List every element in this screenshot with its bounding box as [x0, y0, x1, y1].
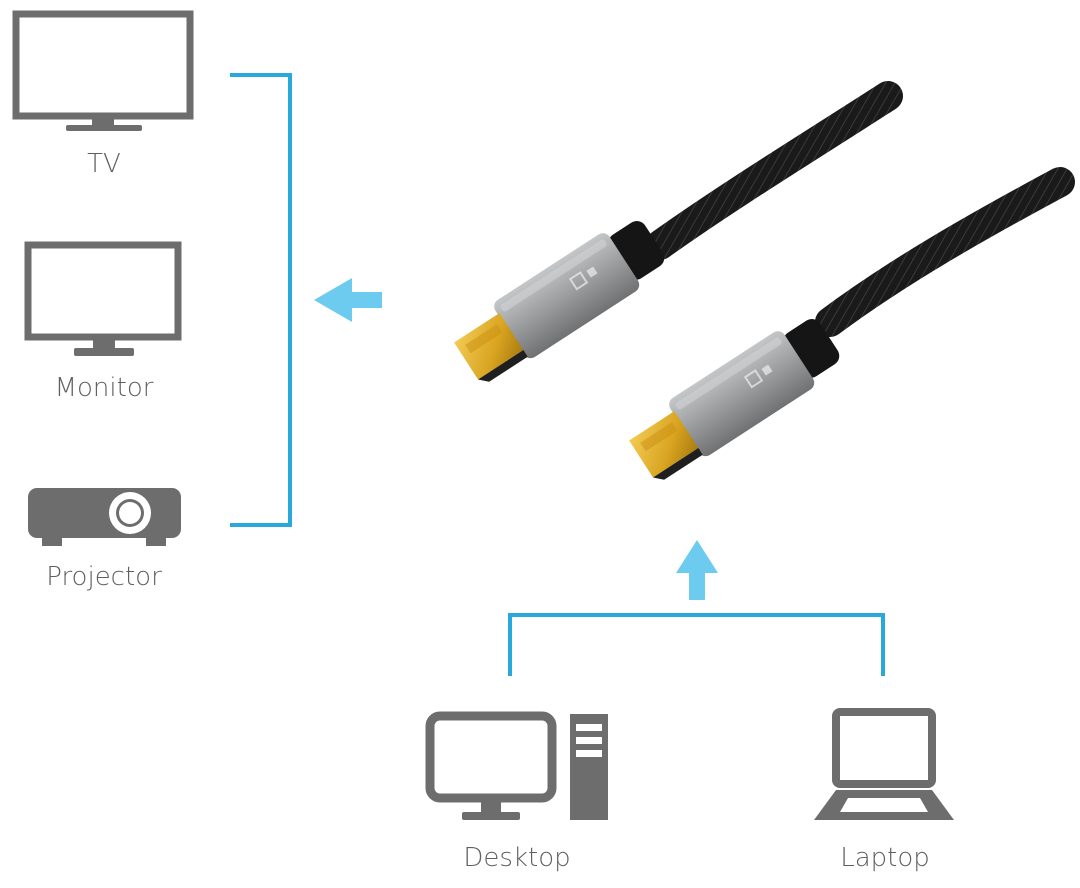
desktop-label: Desktop — [463, 843, 570, 873]
laptop-device: Laptop — [814, 708, 954, 873]
projector-icon — [28, 488, 181, 546]
monitor-icon — [24, 241, 182, 356]
desktop-device: Desktop — [425, 711, 608, 873]
cable-strand-upper — [645, 81, 903, 260]
projector-label: Projector — [46, 562, 162, 592]
projector-device: Projector — [28, 488, 181, 592]
cable-strand-lower — [815, 167, 1075, 337]
source-bracket-line — [508, 613, 885, 676]
monitor-label: Monitor — [55, 373, 154, 403]
arrow-up-icon — [676, 540, 718, 600]
tv-icon — [12, 10, 194, 131]
monitor-device: Monitor — [24, 241, 182, 403]
laptop-icon — [814, 708, 954, 820]
desktop-icon — [425, 711, 608, 820]
tv-device: TV — [12, 10, 194, 179]
dp-connector-lower — [629, 319, 840, 480]
dp-connector-upper — [454, 221, 665, 382]
tv-label: TV — [87, 149, 121, 179]
output-bracket-line — [230, 73, 292, 527]
arrow-left-icon — [314, 278, 382, 322]
displayport-cable — [454, 81, 1075, 480]
laptop-label: Laptop — [840, 843, 930, 873]
